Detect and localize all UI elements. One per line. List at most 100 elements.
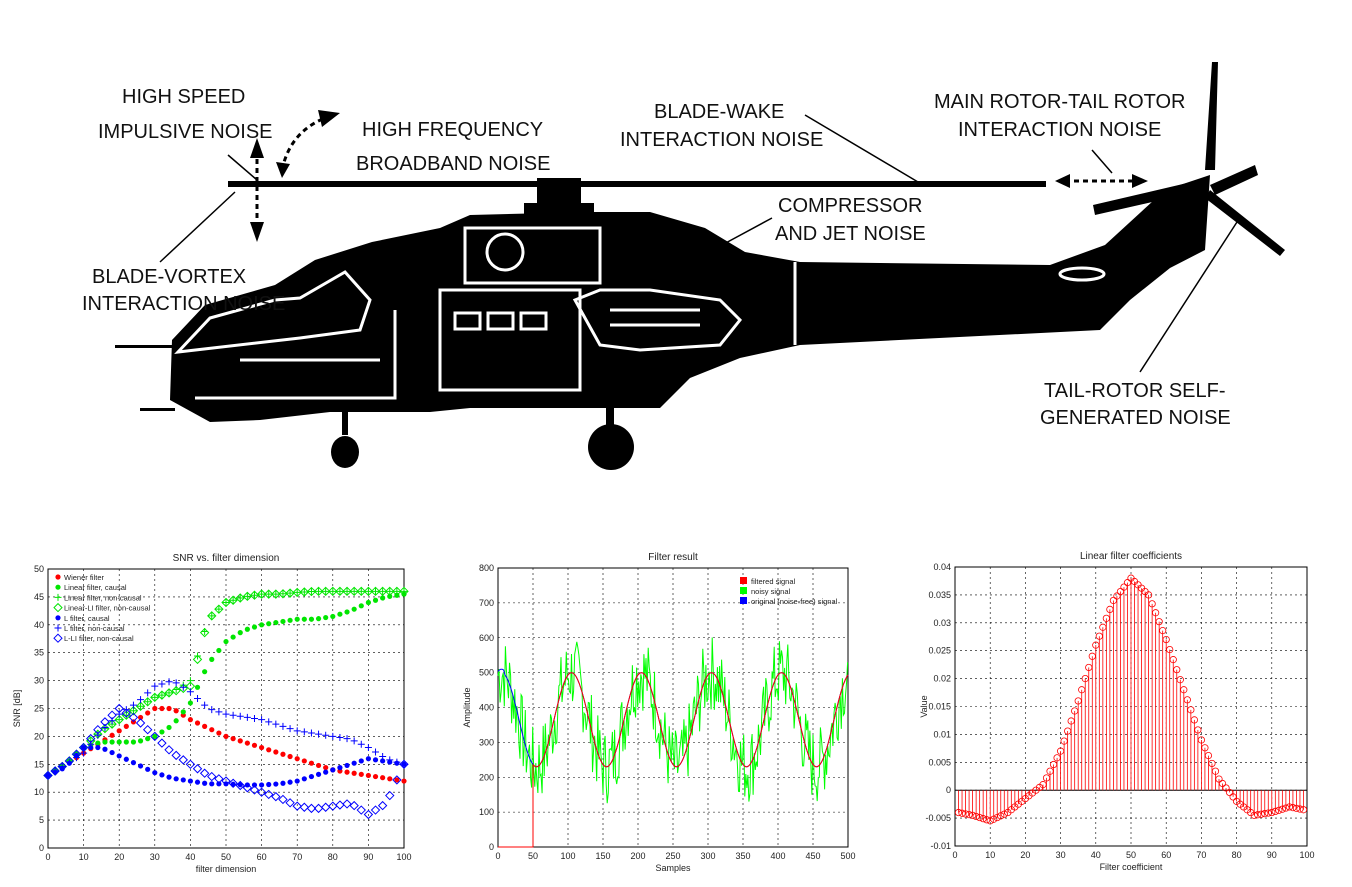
tail-rotor-blades <box>1093 62 1285 256</box>
arrow-head-left <box>1055 174 1070 188</box>
data-point <box>228 595 238 605</box>
data-point <box>159 705 165 712</box>
data-point <box>285 588 295 598</box>
data-point <box>109 749 115 756</box>
data-point <box>215 605 223 613</box>
y-tick-label: 15 <box>34 759 44 769</box>
data-point <box>237 630 243 636</box>
stem-marker <box>1197 736 1205 744</box>
legend-swatch <box>740 577 747 584</box>
data-point <box>393 587 401 595</box>
data-point <box>180 709 186 715</box>
legend-entry: Linear filter, causal <box>64 583 127 592</box>
data-point <box>223 781 229 787</box>
x-tick-label: 0 <box>952 850 957 860</box>
data-point <box>199 768 210 778</box>
data-point <box>123 756 129 762</box>
data-point <box>394 777 400 783</box>
stem-marker <box>1299 806 1308 814</box>
data-point <box>107 719 117 729</box>
data-point <box>279 722 287 730</box>
data-point <box>264 789 274 800</box>
data-point <box>372 587 380 595</box>
data-point <box>223 638 229 645</box>
data-point <box>159 772 165 778</box>
x-tick-label: 50 <box>1126 850 1136 860</box>
leader-main-tail <box>1091 149 1113 174</box>
label-main-tail-2: INTERACTION NOISE <box>958 119 1162 141</box>
stem-marker <box>1257 810 1265 818</box>
stem-marker <box>1201 744 1209 752</box>
y-tick-label: 5 <box>39 815 44 825</box>
fuselage <box>170 175 1210 422</box>
data-point <box>379 752 387 760</box>
stem-marker <box>1159 627 1167 635</box>
data-point <box>278 794 288 805</box>
cockpit-frame <box>195 310 397 400</box>
data-point <box>71 749 82 759</box>
data-point <box>230 736 236 742</box>
data-point <box>157 690 167 700</box>
data-point <box>235 780 245 791</box>
stem-marker <box>1162 635 1170 644</box>
data-point <box>322 731 330 739</box>
data-point <box>323 614 329 621</box>
data-point <box>102 746 108 752</box>
curve-arrow-head-bottom <box>276 162 290 178</box>
data-point <box>335 586 345 597</box>
y-tick-label: 0.03 <box>933 618 951 628</box>
data-point <box>137 714 144 721</box>
y-tick-label: 0 <box>39 843 44 853</box>
data-point <box>144 698 152 706</box>
data-point <box>57 761 67 772</box>
y-tick-label: 700 <box>479 598 494 608</box>
data-point <box>53 633 63 643</box>
data-point <box>259 622 265 628</box>
data-point <box>264 589 274 599</box>
data-point <box>202 723 208 729</box>
data-point <box>137 696 145 704</box>
x-tick-label: 80 <box>1232 850 1242 860</box>
data-point <box>320 586 331 597</box>
data-point <box>380 595 386 601</box>
data-point <box>214 774 224 784</box>
data-point <box>265 590 273 598</box>
data-point <box>329 732 337 740</box>
data-point <box>80 749 88 757</box>
data-point <box>214 604 224 614</box>
y-tick-label: 600 <box>479 633 494 643</box>
data-point <box>330 613 336 620</box>
data-point <box>308 760 315 766</box>
label-tail-rotor-1: TAIL-ROTOR SELF- <box>1044 380 1226 402</box>
data-point <box>301 758 307 764</box>
data-point <box>323 769 329 775</box>
data-point <box>372 773 379 780</box>
data-point <box>64 756 75 766</box>
stem-marker <box>1211 767 1220 775</box>
data-point <box>244 782 250 788</box>
data-point <box>265 718 273 726</box>
x-tick-label: 100 <box>560 851 575 861</box>
data-point <box>351 760 357 766</box>
data-point <box>128 712 139 723</box>
equipment-panel <box>572 288 743 352</box>
data-point <box>259 782 265 788</box>
data-point <box>273 781 279 787</box>
stem-series <box>954 574 1308 825</box>
data-point <box>287 617 293 623</box>
legend-entry: Linear-LI filter, non-causal <box>64 604 151 613</box>
data-point <box>209 656 215 662</box>
data-point <box>123 739 129 745</box>
data-point <box>313 586 324 597</box>
data-point <box>266 621 272 627</box>
data-point <box>144 689 152 697</box>
door <box>438 288 582 392</box>
data-point <box>137 702 145 710</box>
y-tick-label: 500 <box>479 668 494 678</box>
data-point <box>244 740 250 746</box>
x-tick-label: 60 <box>257 852 267 862</box>
data-point <box>273 749 279 755</box>
data-point <box>87 740 95 748</box>
